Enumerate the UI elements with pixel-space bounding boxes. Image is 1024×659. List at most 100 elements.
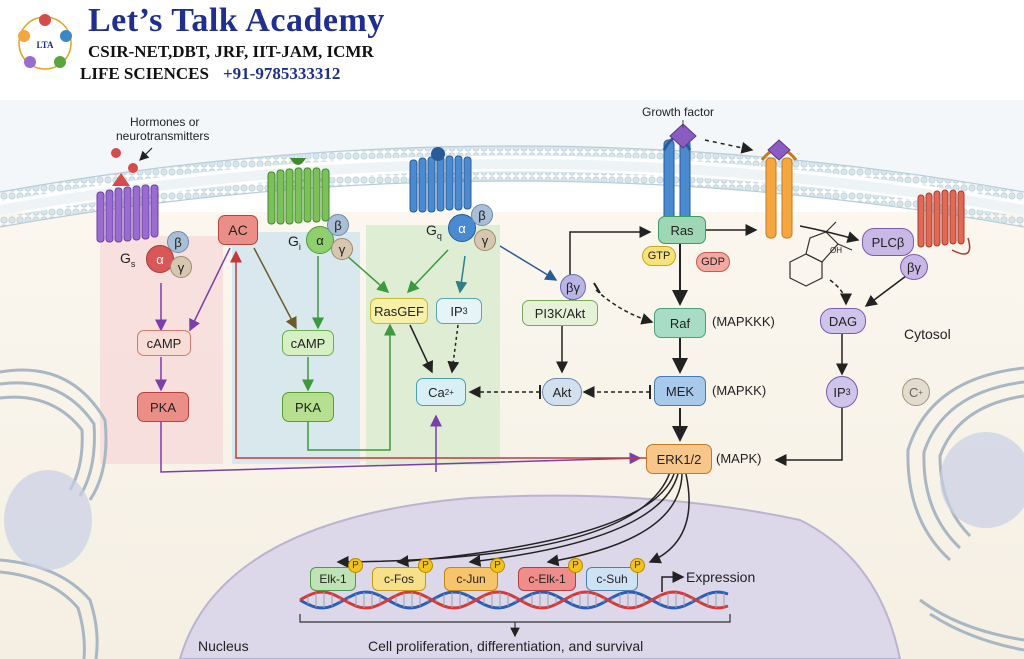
- gi-gamma-subunit: γ: [331, 238, 353, 260]
- hormones-label-1: Hormones or: [130, 115, 200, 129]
- plc-receptor: [917, 189, 965, 248]
- hormone-molecule-1: [111, 148, 121, 158]
- expression-label: Expression: [686, 569, 756, 585]
- arrow-ac-camp-gi: [253, 247, 297, 330]
- inhibition-bar-bg: [593, 282, 601, 294]
- phospho-badge: P: [568, 558, 583, 573]
- academy-title: Let’s Talk Academy: [88, 2, 385, 39]
- betagamma-node: βγ: [560, 274, 586, 300]
- phospho-badge: P: [348, 558, 363, 573]
- dag-node: DAG: [820, 308, 866, 334]
- plcb-node: PLCβ: [862, 228, 914, 256]
- outcome-label: Cell proliferation, differentiation, and…: [368, 638, 644, 654]
- ac-node: AC: [218, 215, 258, 245]
- academy-line3: LIFE SCIENCES +91-9785333312: [80, 64, 340, 84]
- drug-oh-label: OH: [830, 246, 842, 255]
- gq-receptor: [409, 155, 472, 213]
- plcb-betagamma: βγ: [900, 254, 928, 280]
- phospho-badge: P: [630, 558, 645, 573]
- membrane-edge-bottom: [0, 180, 1024, 228]
- rasgef-node: RasGEF: [370, 298, 428, 324]
- gf-dashed-arrow: [704, 139, 754, 154]
- gtp-node: GTP: [642, 246, 676, 266]
- tf-c-elk-1: c-Elk-1: [518, 567, 576, 591]
- pka-gi-node: PKA: [282, 392, 334, 422]
- arrow-ac-camp: [189, 247, 231, 332]
- camp-gs-node: cAMP: [137, 330, 191, 356]
- phospho-badge: P: [418, 558, 433, 573]
- membrane-core: [0, 159, 1024, 215]
- phone-number: +91-9785333312: [222, 64, 341, 83]
- camp-gi-node: cAMP: [282, 330, 334, 356]
- erk-to-tf-arrows: [336, 471, 690, 568]
- vesicle-left: [4, 470, 92, 570]
- gi-ligand-bound: [290, 158, 306, 165]
- mek-note: (MAPKK): [712, 383, 767, 398]
- rtk-orange-receptor: [760, 147, 798, 239]
- tf-elk-1: Elk-1: [310, 567, 356, 591]
- hormone-molecule-2: [128, 163, 138, 173]
- plc-receptor-tail: [951, 237, 971, 255]
- arrow-rasgef-ca: [409, 324, 433, 374]
- gq-gamma-subunit: γ: [474, 229, 496, 251]
- gq-panel: [366, 225, 500, 465]
- arrow-plc-dag: [864, 275, 907, 307]
- membrane-inner-leaflet: [0, 171, 1024, 227]
- arrow-rtk-plc: [799, 225, 860, 243]
- gq-label: Gq: [426, 222, 442, 241]
- drug-molecule: [789, 221, 853, 287]
- gs-gamma-subunit: γ: [170, 256, 192, 278]
- tf-c-jun: c-Jun: [444, 567, 498, 591]
- tf-c-fos: c-Fos: [372, 567, 426, 591]
- academy-logo: LTA: [18, 14, 72, 70]
- svg-text:LTA: LTA: [36, 40, 54, 50]
- expression-arrow: [661, 571, 685, 592]
- raf-node: Raf: [654, 308, 706, 338]
- pi3k-akt-node: PI3K/Akt: [522, 300, 598, 326]
- membrane-edge-top: [0, 145, 1024, 193]
- hormones-label-2: neurotransmitters: [116, 129, 210, 143]
- hormone-arrow: [139, 147, 153, 161]
- pka-gs-node: PKA: [137, 392, 189, 422]
- growth-factor-label: Growth factor: [642, 105, 715, 119]
- mek-node: MEK: [654, 376, 706, 406]
- gi-beta-subunit: β: [327, 214, 349, 236]
- arrow-pka-erk: [160, 422, 642, 473]
- growth-factor-bound: [767, 139, 791, 161]
- gs-label: Gs: [120, 250, 136, 269]
- gs-ligand-bound: [112, 173, 130, 186]
- gs-beta-subunit: β: [167, 231, 189, 253]
- arrow-drug-dag: [829, 279, 852, 306]
- dna-helix: [299, 590, 729, 610]
- phospho-badge: P: [490, 558, 505, 573]
- arrow-erk-ac: [230, 250, 650, 459]
- arrow-ip3-erk: [774, 408, 843, 466]
- vesicle-right: [940, 432, 1024, 528]
- ras-node: Ras: [658, 216, 706, 244]
- erk-note: (MAPK): [716, 451, 762, 466]
- cytosol-label: Cytosol: [904, 326, 951, 342]
- arrow-gq-bg: [499, 245, 558, 281]
- gi-receptor: [267, 167, 330, 225]
- gdp-node: GDP: [696, 252, 730, 272]
- gq-ligand-bound: [431, 147, 445, 161]
- life-sciences-label: LIFE SCIENCES: [80, 64, 209, 83]
- erk-node: ERK1/2: [646, 444, 712, 474]
- akt-node: Akt: [542, 378, 582, 406]
- academy-subtitle: CSIR-NET,DBT, JRF, IIT-JAM, ICMR: [88, 42, 374, 61]
- arrow-gq-rasgef: [406, 249, 449, 294]
- arrow-bg-raf: [595, 289, 654, 325]
- arrow-gq-ip3: [455, 255, 468, 294]
- tf-c-suh: c-Suh: [586, 567, 638, 591]
- gi-alpha-subunit: α: [306, 226, 334, 254]
- cation-node: C+: [902, 378, 930, 406]
- raf-note: (MAPKKK): [712, 314, 775, 329]
- golgi-right: [906, 366, 1024, 652]
- gi-label: Gi: [288, 233, 301, 252]
- arrow-ip3-ca: [447, 324, 460, 374]
- nucleus-label: Nucleus: [198, 638, 249, 654]
